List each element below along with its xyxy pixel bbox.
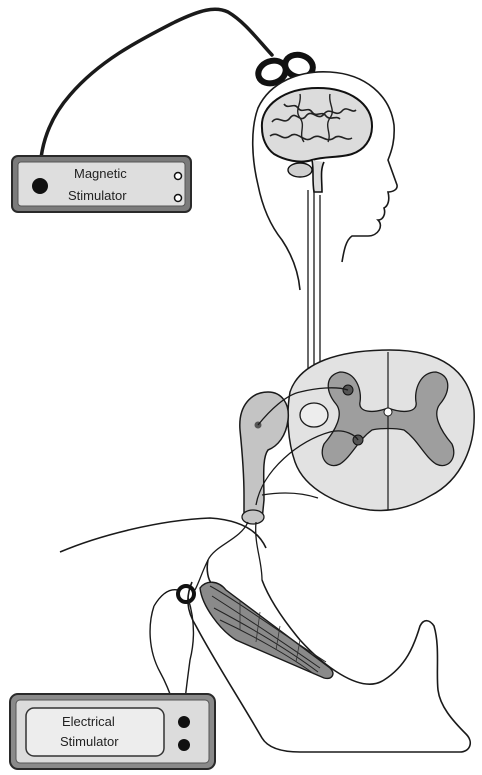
magnetic-indicator-top [175, 173, 182, 180]
electrical-stimulator-box [10, 694, 215, 769]
electrical-stimulator-label-line2: Stimulator [60, 734, 119, 750]
electrical-output-jack-bottom [178, 739, 190, 751]
electrical-stimulator-label-line1: Electrical [62, 714, 115, 730]
spinal-cord-section [288, 350, 474, 510]
central-canal [384, 408, 392, 416]
calf-muscle [200, 582, 333, 678]
magnetic-stimulator-label-line2: Stimulator [68, 188, 127, 204]
magnetic-stimulator-label-line1: Magnetic [74, 166, 127, 182]
peripheral-nerve [195, 522, 262, 590]
electrical-output-jack-top [178, 716, 190, 728]
magnetic-indicator-bottom [175, 195, 182, 202]
magnetic-output-jack [32, 178, 48, 194]
lateral-tract [300, 403, 328, 427]
